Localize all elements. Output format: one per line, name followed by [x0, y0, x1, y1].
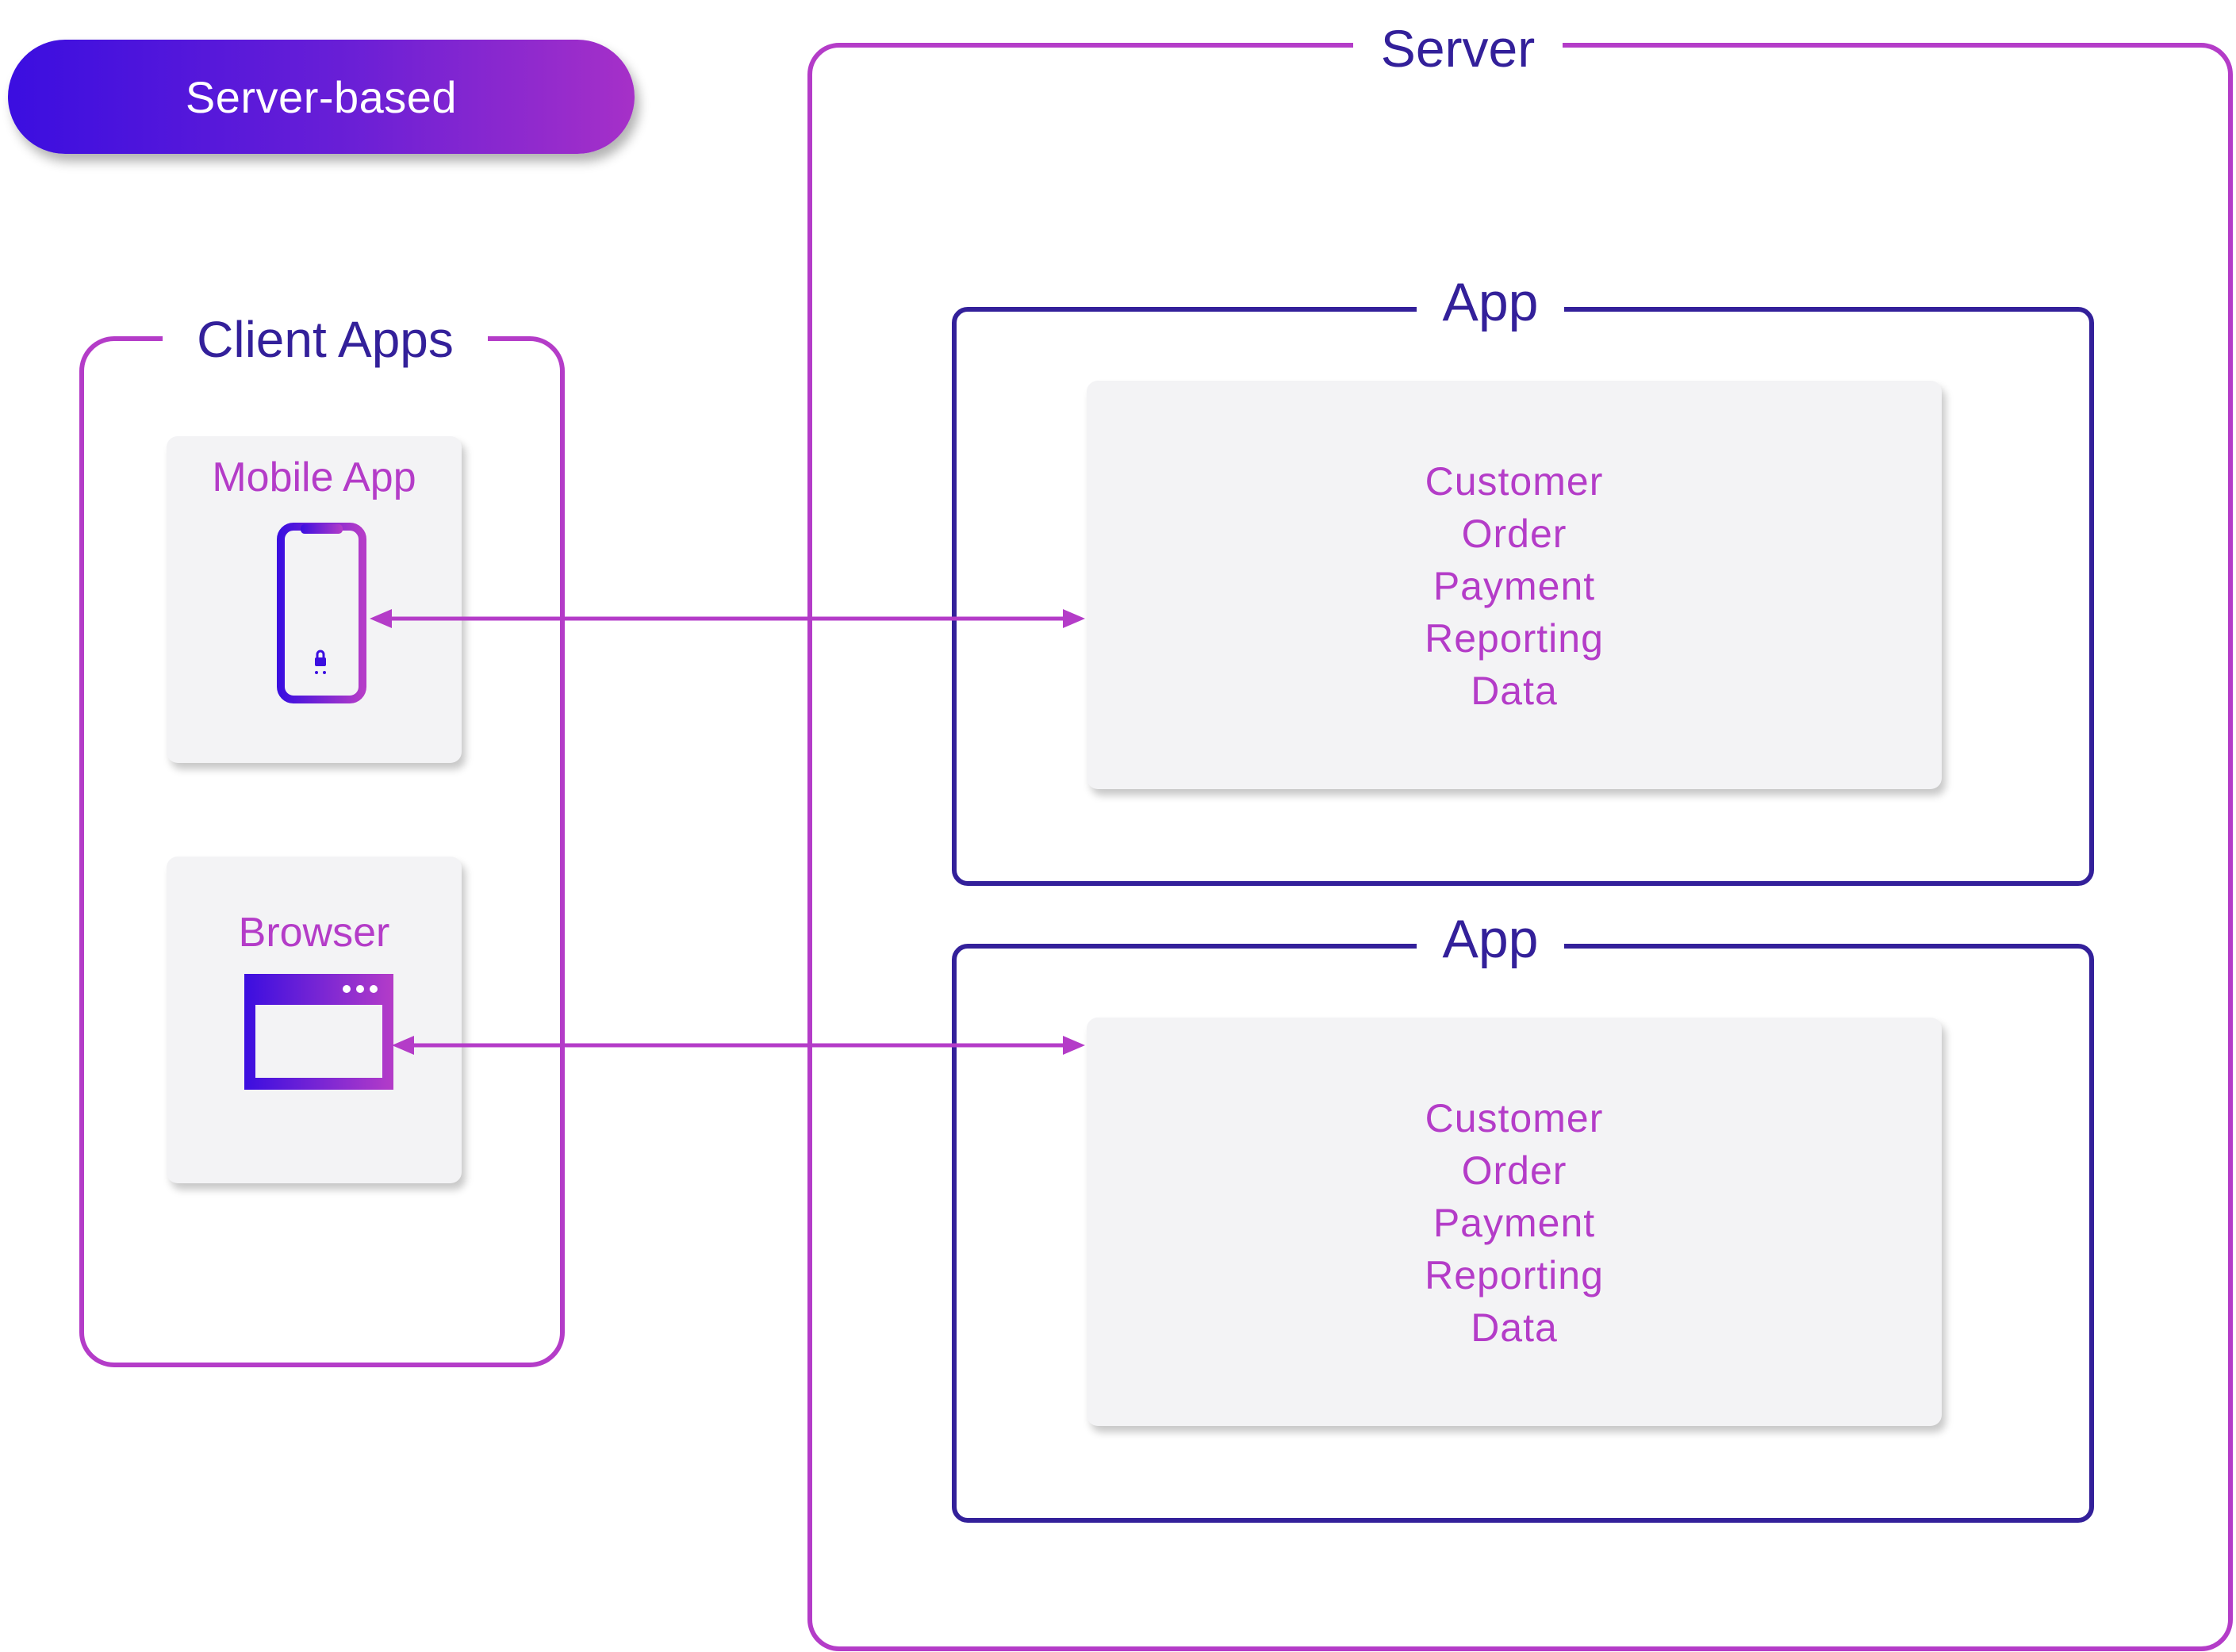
module-item: Data	[1471, 669, 1558, 713]
mobile-app-label: Mobile App	[212, 454, 416, 500]
server-based-badge: Server-based	[8, 40, 635, 154]
server-label: Server	[1353, 22, 1563, 75]
module-item: Reporting	[1425, 616, 1604, 661]
app-modules-card-2: Customer Order Payment Reporting Data	[1087, 1018, 1942, 1426]
app-label-2: App	[1417, 912, 1564, 966]
module-item: Customer	[1425, 459, 1604, 504]
client-apps-label: Client Apps	[163, 314, 488, 365]
module-list-2: Customer Order Payment Reporting Data	[1087, 1092, 1942, 1354]
module-item: Reporting	[1425, 1253, 1604, 1297]
browser-label: Browser	[238, 910, 390, 956]
app-modules-card-1: Customer Order Payment Reporting Data	[1087, 381, 1942, 789]
mobile-app-card: Mobile App	[167, 436, 462, 763]
module-item: Payment	[1432, 1201, 1596, 1245]
module-item: Payment	[1432, 564, 1596, 608]
module-item: Order	[1461, 512, 1567, 556]
badge-label: Server-based	[185, 71, 458, 122]
app-label-1: App	[1417, 275, 1564, 329]
module-item: Customer	[1425, 1096, 1604, 1140]
module-item: Data	[1471, 1305, 1558, 1350]
module-item: Order	[1461, 1148, 1567, 1193]
browser-card: Browser	[167, 857, 462, 1183]
module-list-1: Customer Order Payment Reporting Data	[1087, 455, 1942, 717]
